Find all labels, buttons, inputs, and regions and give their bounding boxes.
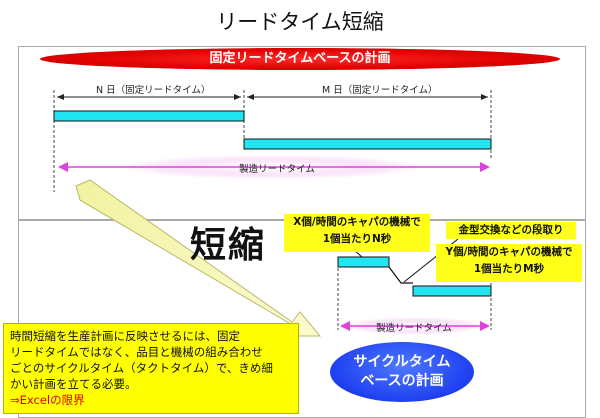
- n-days-label: N 日（固定リードタイム）: [96, 85, 211, 96]
- changeover-callout: 金型交換などの段取り: [446, 222, 576, 239]
- y-machine-line1: Y個/時間のキャパの機械で: [445, 246, 573, 258]
- process-bar-n: [53, 110, 245, 122]
- x-machine-callout: X個/時間のキャパの機械で 1個当たりN秒: [284, 214, 430, 252]
- note-excel-limit: ⇒Excelの限界: [10, 393, 85, 407]
- y-machine-line2: 1個当たりM秒: [473, 263, 545, 275]
- cycle-plan-line1: サイクルタイム: [353, 354, 451, 370]
- note-line-2: リードタイムではなく、品目と機械の組み合わせ: [10, 345, 263, 359]
- lead-time-label-bottom: 製造リードタイム: [376, 323, 452, 334]
- process-bar-m: [243, 138, 492, 150]
- page-title: リードタイム短縮: [216, 10, 384, 34]
- y-machine-callout: Y個/時間のキャパの機械で 1個当たりM秒: [436, 244, 582, 282]
- shorten-arrow: [75, 179, 322, 337]
- cycle-plan-ellipse: サイクルタイム ベースの計画: [330, 342, 474, 402]
- x-machine-line1: X個/時間のキャパの機械で: [293, 216, 421, 228]
- note-line-3: ごとのサイクルタイム（タクトタイム）で、きめ細: [10, 361, 273, 375]
- lead-time-label-top: 製造リードタイム: [239, 164, 315, 175]
- fixed-plan-ellipse: 固定リードタイムベースの計画: [40, 48, 560, 70]
- cycle-plan-line2: ベースの計画: [360, 373, 444, 389]
- note-box: 時間短縮を生産計画に反映させるには、固定 リードタイムではなく、品目と機械の組み…: [3, 323, 299, 414]
- process-bar-y: [412, 285, 492, 297]
- note-line-1: 時間短縮を生産計画に反映させるには、固定: [10, 329, 240, 343]
- process-bar-x: [337, 256, 390, 268]
- shorten-label: 短縮: [190, 225, 267, 266]
- changeover-connector: [388, 266, 413, 284]
- x-machine-line2: 1個当たりN秒: [322, 233, 392, 245]
- note-line-4: かい計画を立てる必要。: [10, 377, 137, 391]
- m-days-label: M 日（固定リードタイム）: [322, 85, 438, 96]
